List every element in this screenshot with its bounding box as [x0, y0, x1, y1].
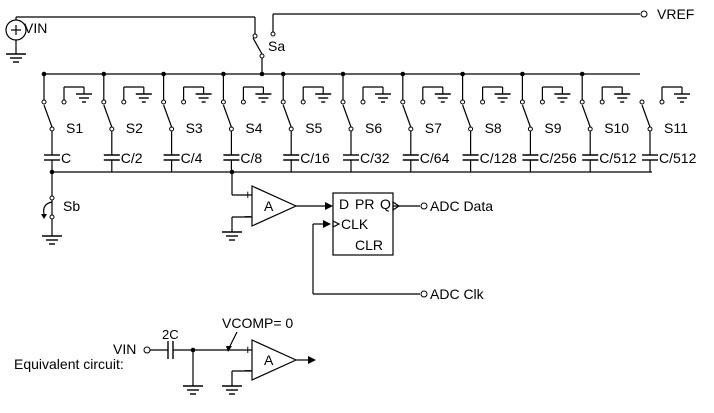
sb-label: Sb — [63, 198, 80, 214]
vref-label: VREF — [657, 6, 694, 22]
bit-cell-5 — [280, 71, 332, 172]
bit-cell-1 — [41, 71, 92, 172]
equiv-cap-label: 2C — [162, 327, 179, 342]
switch-sa: Sa — [252, 17, 285, 77]
capacitor-label-1: C — [61, 150, 71, 166]
vcomp-label: VCOMP= 0 — [222, 315, 293, 331]
equiv-vin-terminal — [143, 346, 151, 354]
equiv-vin-label: VIN — [113, 341, 136, 357]
capacitor-label-7: C/64 — [420, 150, 450, 166]
switch-label-8: S8 — [485, 120, 502, 136]
ff-clr: CLR — [355, 237, 383, 253]
equivalent-label: Equivalent circuit: — [14, 356, 124, 372]
switch-label-11: S11 — [664, 120, 688, 136]
sa-label: Sa — [268, 38, 285, 54]
ff-q: Q — [380, 196, 391, 212]
bit-cell-2 — [101, 71, 152, 172]
bit-cell-10 — [579, 71, 631, 172]
bit-cell-7 — [400, 71, 451, 172]
adc-clk-terminal — [420, 290, 428, 298]
capacitor-label-10: C/512 — [599, 150, 637, 166]
switch-label-4: S4 — [245, 120, 262, 136]
vref-line: VREF — [272, 6, 694, 32]
vref-terminal — [640, 10, 648, 18]
capacitor-label-9: C/256 — [539, 150, 577, 166]
bit-cell-8 — [460, 71, 511, 172]
adc-clk-label: ADC Clk — [430, 286, 485, 302]
capacitor-label-3: C/4 — [181, 150, 203, 166]
switch-sb: Sb — [41, 172, 80, 245]
ff-clk: CLK — [341, 216, 369, 232]
vin-label: VIN — [24, 20, 47, 36]
equiv-comparator-label: A — [264, 352, 274, 368]
ff-d: D — [339, 196, 349, 212]
capacitor-array: S1C S2C/2 S3C/4 S4C/8 S5C/16 S6C/32 S7C/64 S8C/… — [41, 71, 697, 172]
switch-label-9: S9 — [544, 120, 561, 136]
switch-label-5: S5 — [305, 120, 322, 136]
capacitor-label-2: C/2 — [121, 150, 143, 166]
comparator: A + − — [222, 172, 333, 241]
switch-label-10: S10 — [604, 120, 629, 136]
switch-label-7: S7 — [425, 120, 442, 136]
switch-label-3: S3 — [186, 120, 203, 136]
bit-cell-6 — [340, 71, 391, 172]
adc-data-terminal — [420, 202, 428, 210]
switch-label-2: S2 — [126, 120, 143, 136]
bit-cell-9 — [519, 71, 571, 172]
capacitor-label-11: C/512 — [659, 150, 697, 166]
comparator-plus: + — [244, 187, 252, 202]
capacitor-label-6: C/32 — [360, 150, 390, 166]
switch-label-1: S1 — [66, 120, 83, 136]
comparator-label: A — [264, 198, 274, 214]
adc-data-label: ADC Data — [430, 198, 493, 214]
capacitor-label-5: C/16 — [300, 150, 330, 166]
capacitor-label-8: C/128 — [480, 150, 518, 166]
bit-cell-4 — [220, 71, 272, 172]
bit-cell-3 — [161, 71, 212, 172]
equiv-comparator-plus: + — [244, 342, 252, 357]
d-flip-flop: D PR Q CLK CLR ADC Data — [332, 192, 493, 256]
vin-source: VIN — [5, 16, 255, 63]
equivalent-circuit: Equivalent circuit: VIN 2C VCOMP= 0 A + … — [14, 315, 316, 395]
ff-pr: PR — [355, 196, 374, 212]
switch-label-6: S6 — [365, 120, 382, 136]
adc-clock-line: ADC Clk — [312, 220, 485, 302]
bit-cell-11 — [639, 86, 690, 172]
capacitor-label-4: C/8 — [240, 150, 262, 166]
